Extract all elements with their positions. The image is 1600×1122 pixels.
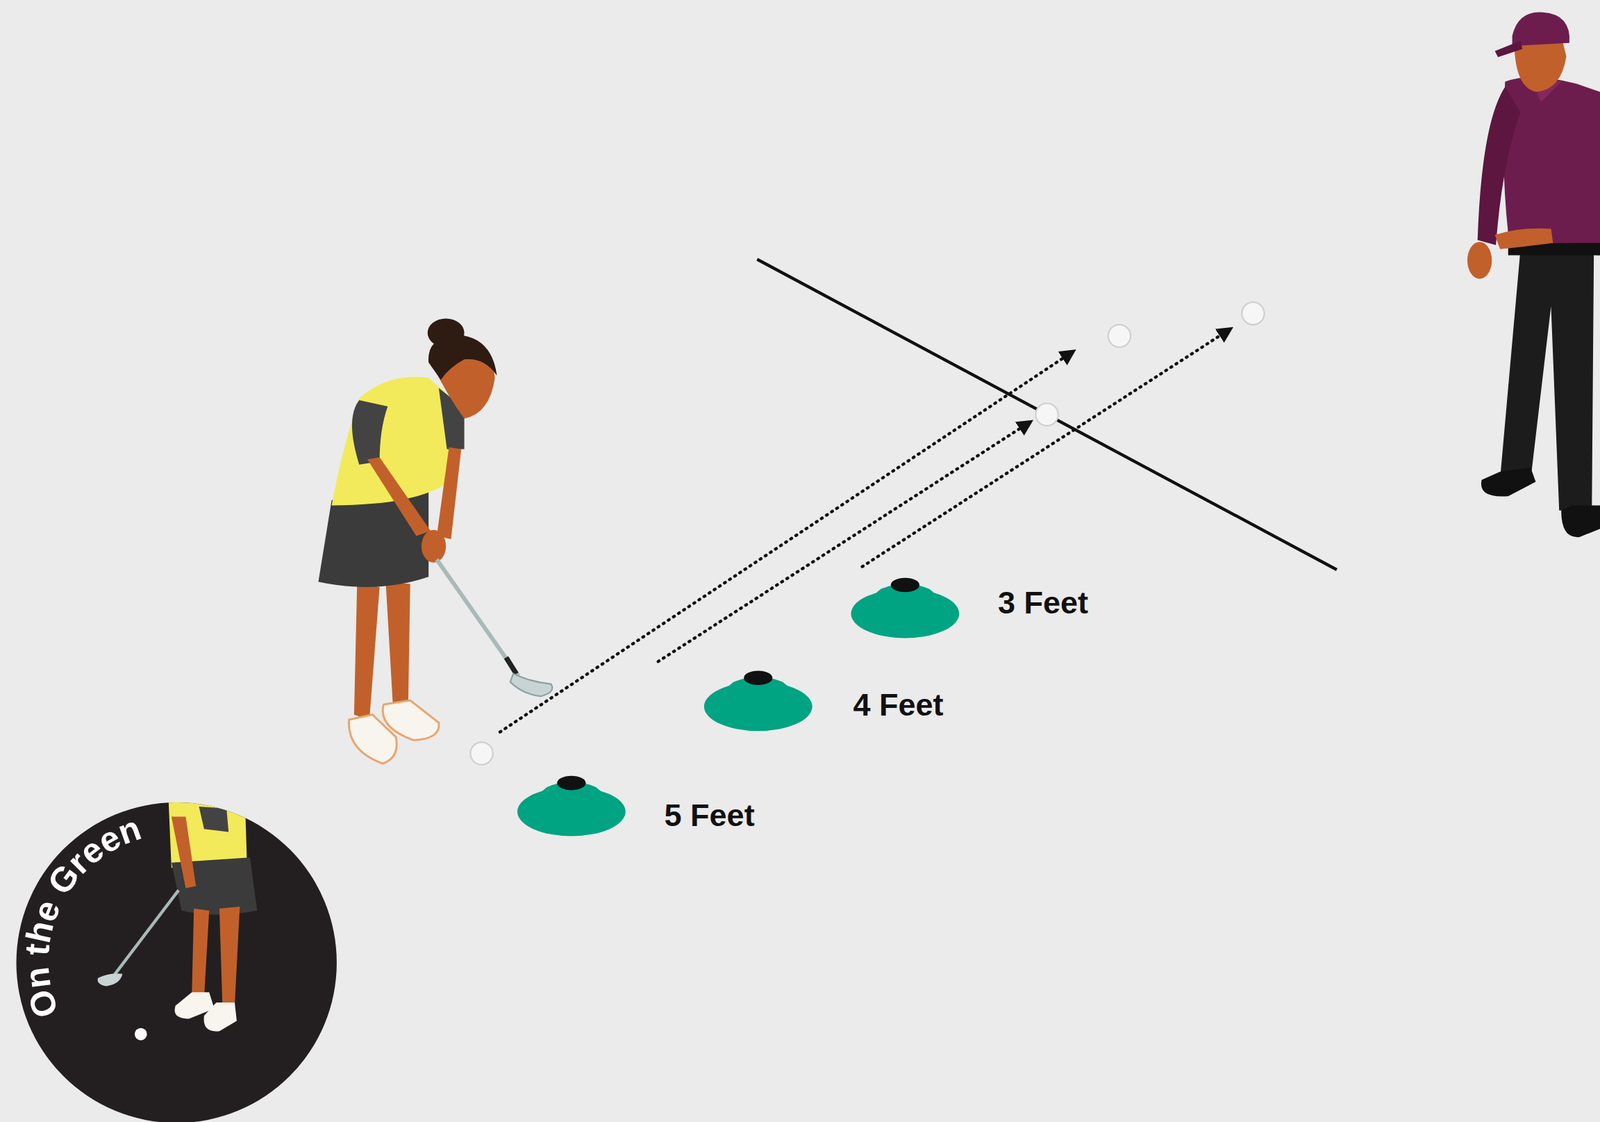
distance-label: 3 Feet — [997, 584, 1089, 621]
badge-leg — [219, 906, 240, 1006]
coach-shirt — [1503, 77, 1600, 255]
golfer-leg — [385, 581, 410, 707]
coach-cap — [1512, 11, 1570, 46]
golfer-shoe — [382, 700, 439, 740]
coach-sleeve — [1477, 86, 1521, 246]
cone — [517, 775, 626, 837]
coach-hand — [1467, 241, 1492, 279]
putter-shaft — [436, 559, 519, 676]
golf-ball — [470, 741, 493, 764]
coach-figure — [1467, 11, 1600, 537]
putter-head — [510, 673, 553, 696]
putt-path — [658, 421, 1031, 662]
coach-shoe — [1481, 467, 1537, 496]
golfer-arm — [436, 447, 462, 539]
putt-paths — [500, 328, 1231, 732]
coach-hand — [1495, 228, 1554, 250]
putt-path — [862, 328, 1231, 566]
target-line — [756, 259, 1337, 570]
golf-ball — [1241, 302, 1264, 325]
badge-arm — [171, 816, 196, 889]
badge-leg — [191, 908, 210, 998]
badge: On the Green — [16, 795, 337, 1122]
cone — [704, 670, 813, 731]
putt-path — [500, 351, 1074, 732]
badge-title: On the Green — [17, 808, 146, 1023]
cone-hole — [890, 577, 920, 593]
distance-label: 4 Feet — [852, 686, 944, 723]
golfer-leg — [354, 581, 380, 720]
coach-cap-brim — [1495, 40, 1523, 58]
golfer-figure — [318, 318, 553, 764]
golfer-hands — [421, 529, 446, 563]
badge-title-text: On the Green — [17, 808, 146, 1023]
cone-hole — [556, 775, 586, 791]
golfer-ponytail — [427, 318, 465, 348]
golfer-arm — [367, 456, 431, 536]
badge-ball — [134, 1027, 148, 1041]
golf-ball — [1035, 402, 1058, 425]
cone — [850, 577, 960, 639]
putter-hosel — [506, 656, 517, 674]
golfer-sleeve — [352, 400, 388, 465]
cone-hole — [743, 670, 773, 685]
golf-ball — [1108, 324, 1131, 347]
badge-shoe — [204, 1002, 237, 1031]
badge-putter-shaft — [114, 889, 180, 975]
golf-balls — [470, 302, 1264, 765]
coach-shoe — [1561, 504, 1600, 537]
distance-label: 5 Feet — [664, 797, 755, 834]
badge-putter-head — [97, 972, 123, 986]
badge-sleeve — [199, 806, 230, 832]
